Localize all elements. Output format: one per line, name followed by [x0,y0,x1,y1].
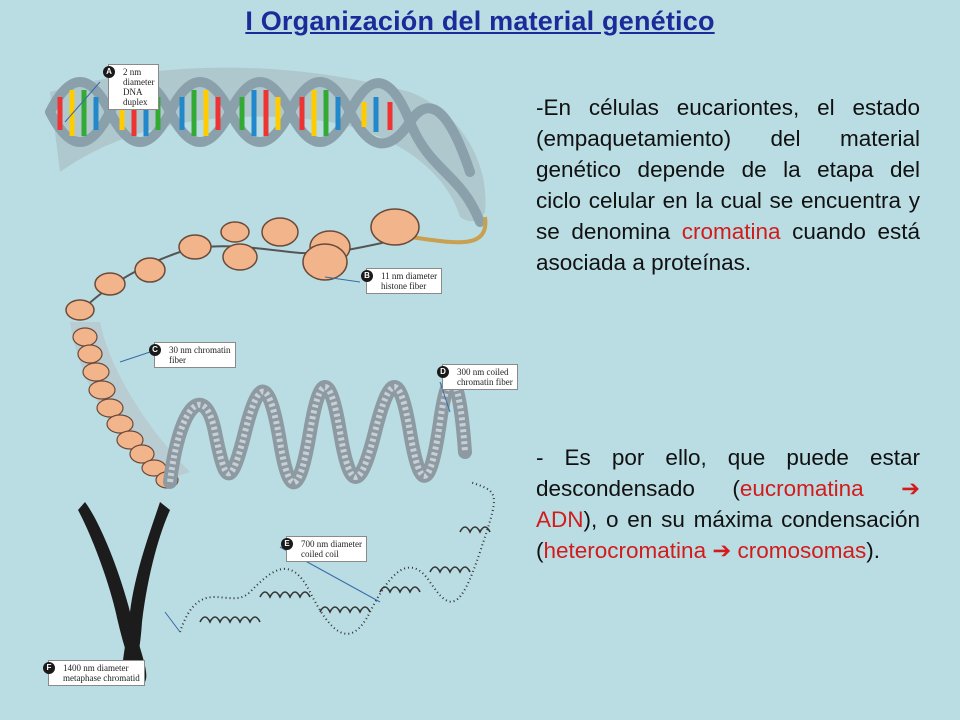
label-b-line2: histone fiber [381,281,427,291]
label-d: D 300 nm coiled chromatin fiber [437,364,518,390]
label-a-line2: diameter [123,77,155,87]
p1-highlight-cromatina: cromatina [681,219,781,244]
chromatin-diagram: A 2 nm diameter DNA duplex B 11 nm diame… [30,52,520,697]
label-a-line3: DNA [123,87,143,97]
label-a: A 2 nm diameter DNA duplex [103,64,160,110]
label-d-letter: D [437,366,449,378]
label-f: F 1400 nm diameter metaphase chromatid [43,660,145,686]
label-a-line1: 2 nm [123,67,142,77]
p2-highlight-adn: ADN [536,507,584,532]
label-f-line2: metaphase chromatid [63,673,140,683]
page-title: I Organización del material genético [245,6,715,36]
label-e-line2: coiled coil [301,549,339,559]
label-e-letter: E [281,538,293,550]
label-f-line1: 1400 nm diameter [63,663,129,673]
p2-highlight-heterocromatina: heterocromatina [543,538,707,563]
p2-highlight-cromosomas: cromosomas [737,538,867,563]
label-a-line4: duplex [123,97,148,107]
p2-highlight-eucromatina: eucromatina [739,476,864,501]
label-d-line2: chromatin fiber [457,377,513,387]
paragraph-chromatin: -En células eucariontes, el estado (empa… [536,92,920,278]
label-a-letter: A [103,66,115,78]
label-e: E 700 nm diameter coiled coil [281,536,367,562]
p2-text-before: - Es por ello, que puede estar desconden… [536,445,920,501]
label-d-line1: 300 nm coiled [457,367,509,377]
label-c-line1: 30 nm chromatin [169,345,231,355]
p2-arrow-icon-2: ➔ [706,538,738,563]
paragraph-condensation: - Es por ello, que puede estar desconden… [536,442,920,566]
label-b: B 11 nm diameter histone fiber [361,268,443,294]
p2-text-mid: ), o en su máxima condensación ( [536,507,920,563]
label-b-letter: B [361,270,373,282]
label-c-line2: fiber [169,355,186,365]
label-b-line1: 11 nm diameter [381,271,438,281]
p2-arrow-icon-1: ➔ [863,476,920,501]
p1-text-before: -En células eucariontes, el estado (empa… [536,95,920,244]
label-f-letter: F [43,662,55,674]
label-c-letter: C [149,344,161,356]
label-c: C 30 nm chromatin fiber [149,342,236,368]
label-e-line1: 700 nm diameter [301,539,362,549]
p2-text-after: ). [866,538,880,563]
p1-text-after: cuando está asociada a proteínas. [536,219,920,275]
